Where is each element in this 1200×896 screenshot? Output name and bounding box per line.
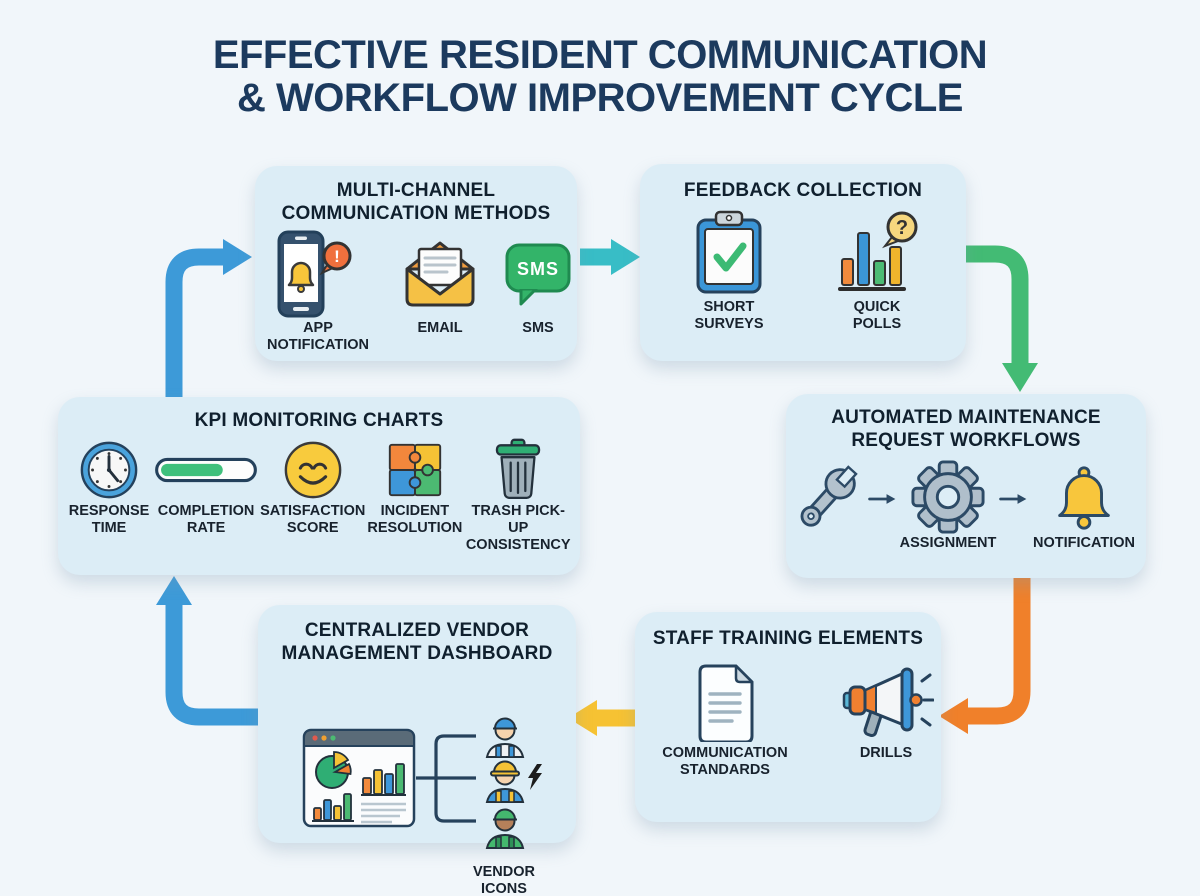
satisfaction-label: SATISFACTION SCORE [260,502,366,536]
assignment-step: ASSIGNMENT [899,459,997,552]
sms-bubble-text: SMS [517,259,559,279]
communication-standards-item: COMMUNICATION STANDARDS [642,657,808,779]
quick-polls-chart-icon: ? [838,211,918,291]
email-icon [405,241,475,307]
wrench-step [794,459,866,535]
quick-polls-label: QUICK POLLS [852,298,902,332]
response-time-label: RESPONSE TIME [68,502,150,536]
trash-can-icon [496,438,541,499]
puzzle-icon [388,443,442,496]
survey-clipboard-icon [696,210,762,294]
bell-icon [1058,465,1110,530]
vendor-worker-blue-cap-icon [485,717,525,758]
dashboard-window-icon [302,728,416,827]
vendor-worker-green-cap-icon [485,808,525,849]
page-title-line2: & WORKFLOW IMPROVEMENT CYCLE [237,75,963,120]
sms-item: SMS SMS [503,228,573,337]
gear-icon [911,460,985,534]
multi-channel-title: MULTI-CHANNEL COMMUNICATION METHODS [281,180,551,224]
staff-title: STAFF TRAINING ELEMENTS [652,628,924,649]
kpi-monitoring-box: KPI MONITORING CHARTS [58,397,580,575]
trash-pickup-label: TRASH PICK-UP CONSISTENCY [465,502,571,554]
arrow-multichannel-to-feedback [580,239,640,275]
megaphone-icon [842,667,934,737]
progress-bar-icon [155,457,257,482]
completion-rate-item: COMPLETION RATE [154,437,258,537]
lightning-bolt-icon [528,763,542,790]
staff-training-box: STAFF TRAINING ELEMENTS COMMUNICATION ST… [635,612,941,822]
sms-label: SMS [522,319,554,336]
vendor-connector-lines [416,733,476,823]
automated-maintenance-box: AUTOMATED MAINTENANCE REQUEST WORKFLOWS [786,394,1146,578]
app-notification-label: APP NOTIFICATION [266,319,370,353]
step-arrow-icon [999,493,1027,504]
automated-title: AUTOMATED MAINTENANCE REQUEST WORKFLOWS [831,407,1101,451]
vendor-title: CENTRALIZED VENDOR MANAGEMENT DASHBOARD [281,620,553,664]
notification-label: NOTIFICATION [1032,534,1136,551]
clock-icon [80,441,138,499]
app-notification-item: ! APP NOTIFICATION [259,228,377,354]
quick-polls-item: ? QUICK POLLS [834,207,920,333]
short-surveys-item: SHORT SURVEYS [686,207,772,333]
arrow-kpi-to-multichannel [165,239,252,399]
email-item: EMAIL [401,228,479,337]
arrow-staff-to-vendor [568,700,636,736]
page-title: EFFECTIVE RESIDENT COMMUNICATION & WORKF… [0,34,1200,120]
short-surveys-label: SHORT SURVEYS [694,298,764,332]
drills-item: DRILLS [838,657,934,762]
notification-step: NOTIFICATION [1030,459,1138,552]
arrow-automated-to-staff [939,577,1031,734]
drills-label: DRILLS [859,744,913,761]
smiley-icon [284,441,342,499]
response-time-item: RESPONSE TIME [66,437,152,537]
email-label: EMAIL [417,319,463,336]
incident-resolution-item: INCIDENT RESOLUTION [367,437,462,537]
document-icon [698,664,754,742]
satisfaction-item: SATISFACTION SCORE [260,437,365,537]
polls-question-glyph: ? [896,217,908,239]
incident-resolution-label: INCIDENT RESOLUTION [367,502,463,536]
vendor-icons-label: VENDOR ICONS [472,863,536,896]
communication-standards-label: COMMUNICATION STANDARDS [662,744,788,778]
page-title-line1: EFFECTIVE RESIDENT COMMUNICATION [212,33,988,77]
sms-bubble-icon: SMS [505,243,571,306]
feedback-title: FEEDBACK COLLECTION [683,180,923,201]
arrow-vendor-to-kpi [156,576,259,726]
arrow-feedback-to-automated [963,245,1038,392]
completion-rate-label: COMPLETION RATE [157,502,255,536]
multi-channel-box: MULTI-CHANNEL COMMUNICATION METHODS ! [255,166,577,361]
app-notification-icon: ! [277,230,352,318]
assignment-label: ASSIGNMENT [899,534,997,551]
vendor-dashboard-box: CENTRALIZED VENDOR MANAGEMENT DASHBOARD [258,605,576,896]
step-arrow-icon [868,493,896,504]
alert-badge-glyph: ! [334,247,340,266]
trash-pickup-item: TRASH PICK-UP CONSISTENCY [464,437,572,554]
kpi-title: KPI MONITORING CHARTS [194,410,444,431]
feedback-collection-box: FEEDBACK COLLECTION SHORT SURVEYS [640,164,966,361]
wrench-icon [800,464,858,527]
vendor-worker-hard-hat-icon [485,760,525,803]
